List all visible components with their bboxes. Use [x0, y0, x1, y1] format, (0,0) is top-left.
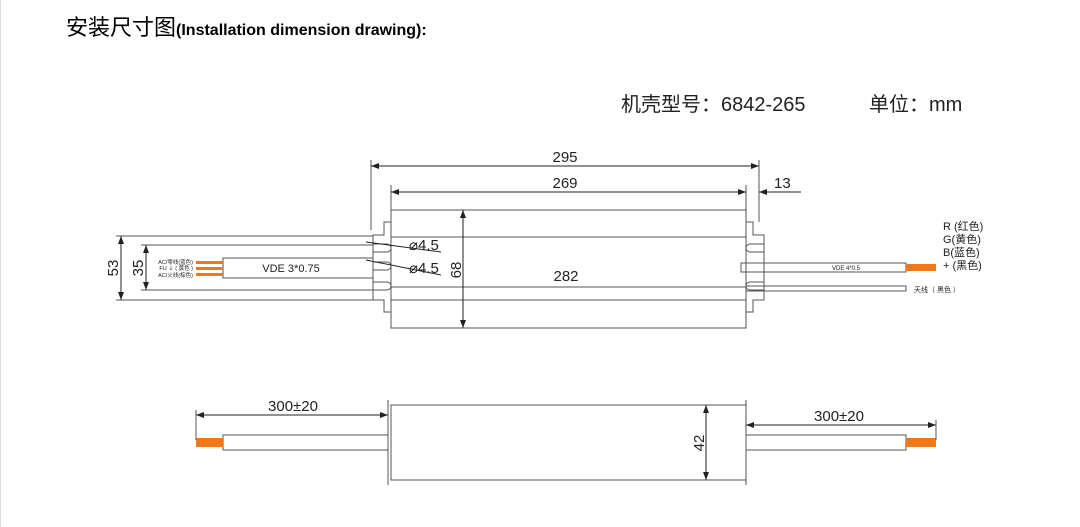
wire-label-neutral: AC/零线(蓝色) [158, 258, 193, 266]
hole-dim-2: ⌀4.5 [409, 260, 439, 277]
dim-68: 68 [448, 262, 465, 279]
wire-label-g: G(黄色) [943, 232, 981, 246]
input-cable-label: VDE 3*0.75 [262, 263, 319, 275]
page-title: 安装尺寸图(Installation dimension drawing): [66, 10, 427, 42]
dim-282: 282 [553, 268, 578, 285]
housing-top [390, 209, 747, 329]
wire-label-live: AC/火线(棕色) [158, 271, 193, 279]
dim-269: 269 [552, 175, 577, 192]
side-view: 300±20 300±20 42 [195, 398, 937, 485]
right-flange [746, 221, 765, 313]
title-cn: 安装尺寸图 [66, 16, 177, 41]
wire-label-r: R (红色) [943, 219, 983, 233]
right-cable [745, 434, 907, 451]
output-cable [740, 262, 907, 273]
dim-53: 53 [105, 260, 122, 277]
wire-label-b: B(蓝色) [943, 245, 980, 259]
left-flange [372, 221, 391, 313]
wire-label-ground: FU ⏚ ( 黄色 ) [159, 264, 193, 272]
top-view: 295 269 13 282 68 ⌀4.5 ⌀4.5 53 35 VDE 3*… [105, 149, 983, 329]
left-length-dim: 300±20 [268, 398, 318, 415]
right-length-dim: 300±20 [814, 408, 864, 425]
output-cable-label: VDE 4*0.5 [832, 266, 861, 272]
dim-42: 42 [691, 435, 708, 452]
model-label: 机壳型号：6842-265 [621, 94, 806, 116]
hole-dim-1: ⌀4.5 [409, 237, 439, 254]
dim-35: 35 [130, 260, 147, 277]
title-en: (Installation dimension drawing): [176, 22, 427, 39]
dim-13: 13 [774, 175, 791, 192]
antenna-cable [745, 285, 907, 292]
wire-label-plus: + (黑色) [943, 258, 982, 272]
unit-label: 单位：mm [869, 94, 963, 116]
left-cable [222, 434, 389, 451]
antenna-label: 天线（ 黑色 ） [914, 285, 960, 294]
dim-295: 295 [552, 149, 577, 166]
